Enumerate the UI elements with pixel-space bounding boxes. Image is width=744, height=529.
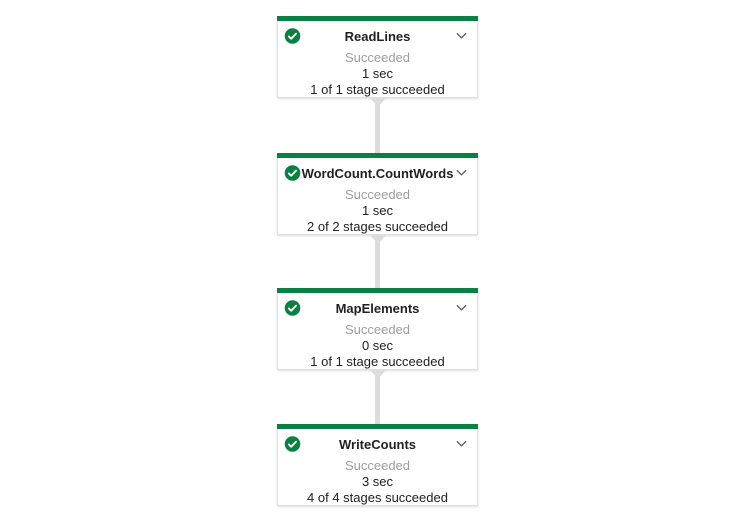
- node-header: ReadLines: [278, 22, 477, 50]
- node-header: WriteCounts: [278, 430, 477, 458]
- node-duration: 1 sec: [361, 66, 394, 81]
- check-circle-icon: [284, 28, 301, 45]
- node-title: WordCount.CountWords: [301, 165, 454, 181]
- node-title: MapElements: [335, 300, 420, 316]
- status-bar: [277, 153, 478, 158]
- edge-connector: [369, 98, 386, 153]
- node-title: ReadLines: [344, 28, 411, 44]
- node-title: WriteCounts: [338, 436, 417, 452]
- chevron-down-icon[interactable]: [456, 32, 467, 40]
- node-status: Succeeded: [344, 187, 411, 202]
- node-stages: 1 of 1 stage succeeded: [310, 82, 445, 97]
- edge-connector: [369, 370, 386, 424]
- status-bar: [277, 16, 478, 21]
- node-header: MapElements: [278, 294, 477, 322]
- edge-line: [375, 104, 380, 153]
- node-writecounts[interactable]: WriteCounts Succeeded 3 sec 4 of 4 stage…: [277, 424, 478, 506]
- node-duration: 0 sec: [361, 338, 394, 353]
- check-circle-icon: [284, 436, 301, 453]
- chevron-down-icon[interactable]: [456, 169, 467, 177]
- arrow-down-icon: [369, 98, 386, 107]
- node-readlines[interactable]: ReadLines Succeeded 1 sec 1 of 1 stage s…: [277, 16, 478, 98]
- node-stages: 1 of 1 stage succeeded: [310, 354, 445, 369]
- status-bar: [277, 288, 478, 293]
- edge-line: [375, 241, 380, 288]
- node-stages: 2 of 2 stages succeeded: [307, 219, 448, 234]
- edge-connector: [369, 235, 386, 288]
- node-stages: 4 of 4 stages succeeded: [307, 490, 448, 505]
- status-bar: [277, 424, 478, 429]
- chevron-down-icon[interactable]: [456, 440, 467, 448]
- node-header: WordCount.CountWords: [278, 159, 477, 187]
- node-duration: 1 sec: [361, 203, 394, 218]
- node-duration: 3 sec: [361, 474, 394, 489]
- arrow-down-icon: [369, 235, 386, 244]
- node-wordcount-countwords[interactable]: WordCount.CountWords Succeeded 1 sec 2 o…: [277, 153, 478, 235]
- node-mapelements[interactable]: MapElements Succeeded 0 sec 1 of 1 stage…: [277, 288, 478, 370]
- node-status: Succeeded: [344, 50, 411, 65]
- edge-line: [375, 376, 380, 424]
- check-circle-icon: [284, 165, 301, 182]
- chevron-down-icon[interactable]: [456, 304, 467, 312]
- node-status: Succeeded: [344, 322, 411, 337]
- check-circle-icon: [284, 300, 301, 317]
- node-status: Succeeded: [344, 458, 411, 473]
- arrow-down-icon: [369, 370, 386, 379]
